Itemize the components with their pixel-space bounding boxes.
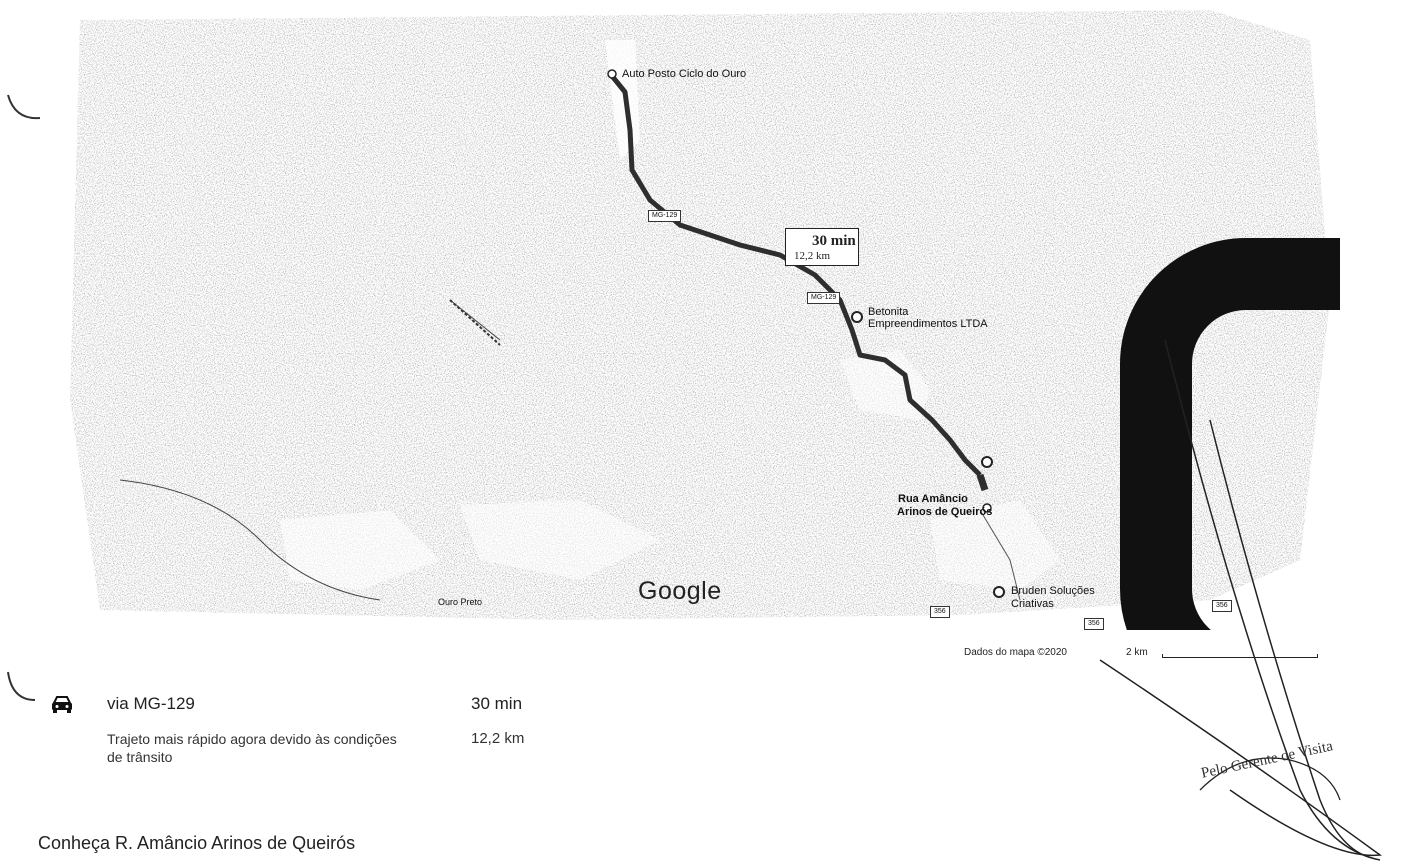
- place-label-betonita[interactable]: Betonita Empreendimentos LTDA: [868, 306, 988, 330]
- place-label-start[interactable]: Auto Posto Ciclo do Ouro: [622, 68, 747, 80]
- stamp-mark: Pelo Gerente de Visita: [1199, 738, 1335, 782]
- route-callout[interactable]: 30 min 12,2 km: [785, 228, 1340, 630]
- road-shield: 356: [930, 606, 950, 618]
- start-marker: [607, 69, 617, 79]
- map-attribution[interactable]: Dados do mapa ©2020: [964, 647, 1067, 658]
- road-shield: 356: [1084, 618, 1104, 630]
- place-label-destination-line1[interactable]: Rua Amâncio: [898, 493, 968, 505]
- route-duration: 30 min: [471, 694, 523, 713]
- destination-marker: [982, 503, 992, 513]
- route-description: Trajeto mais rápido agora devido às cond…: [107, 731, 397, 765]
- place-label-bruden-line2[interactable]: Criativas: [1011, 598, 1054, 610]
- route-callout-duration: 30 min: [812, 233, 856, 249]
- scale-label[interactable]: 2 km: [1126, 647, 1148, 658]
- betonita-pin-icon: [851, 311, 863, 323]
- car-icon: [52, 696, 72, 713]
- place-label-city[interactable]: Ouro Preto: [438, 597, 483, 607]
- car-icon: [1120, 238, 1340, 630]
- place-label-destination-line2[interactable]: Arinos de Queirós: [897, 506, 993, 518]
- map-view[interactable]: Auto Posto Ciclo do Ouro Betonita Empree…: [60, 0, 1340, 630]
- road-shield: MG-129: [807, 292, 841, 304]
- route-callout-distance: 12,2 km: [794, 250, 831, 262]
- route-distance: 12,2 km: [471, 730, 525, 747]
- destination-pin-icon: [981, 456, 993, 468]
- route-option[interactable]: via MG-129 30 min Trajeto mais rápido ag…: [45, 690, 565, 770]
- route-via: via MG-129: [107, 694, 195, 713]
- bruden-pin-icon: [993, 586, 1005, 598]
- place-label-bruden-line1[interactable]: Bruden Soluções: [1011, 585, 1095, 597]
- section-title: Conheça R. Amâncio Arinos de Queirós: [38, 833, 356, 853]
- google-logo: Google: [638, 577, 722, 605]
- scale-bar[interactable]: [1162, 654, 1318, 658]
- road-shield: MG-129: [648, 210, 682, 222]
- map-terrain: [70, 10, 1330, 620]
